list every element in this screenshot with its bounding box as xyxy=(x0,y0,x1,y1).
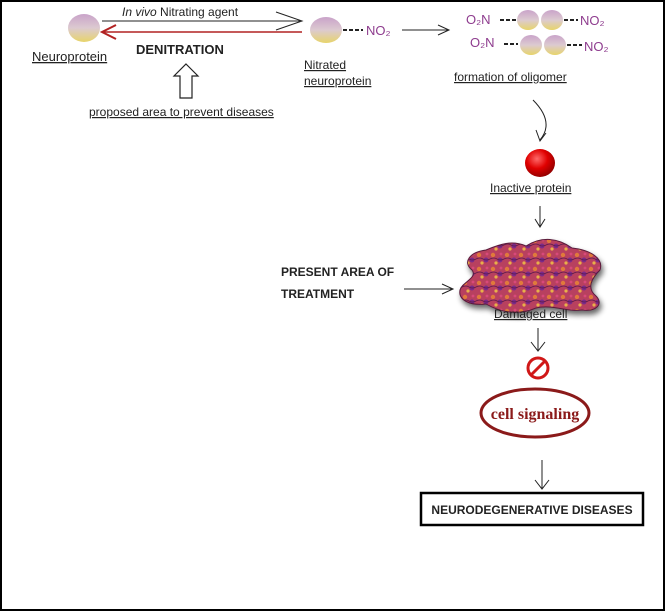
present-area-line1: PRESENT AREA OF xyxy=(281,265,394,279)
oligomer-o2n-bottom: O₂N xyxy=(470,35,495,50)
oligomer-o2n-top: O₂N xyxy=(466,12,491,27)
damaged-cell-label: Damaged cell xyxy=(494,307,567,321)
denitration-arrowhead xyxy=(99,24,117,40)
neurodegenerative-label: NEURODEGENERATIVE DISEASES xyxy=(431,503,632,517)
down-arrow-3-head xyxy=(534,479,550,490)
reagent-label: In vivo Nitrating agent xyxy=(122,5,239,19)
reagent-text: Nitrating agent xyxy=(157,5,239,19)
curved-arrowhead xyxy=(535,129,547,143)
oligomer-sphere-4 xyxy=(544,35,566,55)
down-arrow-2-head xyxy=(530,341,546,352)
damaged-cell-shape xyxy=(459,239,602,313)
nitrated-sphere xyxy=(310,17,342,43)
oligomer-no2-top: NO₂ xyxy=(580,13,605,28)
neurodegenerative-box xyxy=(419,491,645,527)
nitrated-label-line1: Nitrated xyxy=(304,58,346,72)
oligomer-label: formation of oligomer xyxy=(454,70,567,84)
reagent-italic: In vivo xyxy=(122,5,157,19)
curved-arrow xyxy=(532,99,547,141)
proposed-area-label: proposed area to prevent diseases xyxy=(89,105,274,119)
oligomer-sphere-1 xyxy=(517,10,539,30)
neuroprotein-label: Neuroprotein xyxy=(32,49,107,64)
oligomer-sphere-3 xyxy=(520,35,542,55)
oligomer-sphere-2 xyxy=(541,10,563,30)
nitrated-label-line2: neuroprotein xyxy=(304,74,371,88)
neuroprotein-sphere xyxy=(68,14,100,42)
oligomer-no2-bottom: NO₂ xyxy=(584,39,609,54)
treatment-arrowhead xyxy=(441,283,455,295)
nitro-group: NO₂ xyxy=(366,23,391,38)
cell-signaling-label: cell signaling xyxy=(491,406,579,423)
proposed-area-arrow xyxy=(172,63,200,99)
inactive-protein-sphere xyxy=(525,149,555,177)
cell-signaling-ellipse xyxy=(479,387,591,439)
down-arrow-1-head xyxy=(534,218,546,228)
denitration-label: DENITRATION xyxy=(136,42,224,57)
nitration-arrowhead xyxy=(275,11,304,31)
prohibition-icon xyxy=(526,356,550,380)
oligomer-arrowhead xyxy=(437,24,451,36)
present-area-line2: TREATMENT xyxy=(281,287,355,301)
inactive-protein-label: Inactive protein xyxy=(490,181,571,195)
